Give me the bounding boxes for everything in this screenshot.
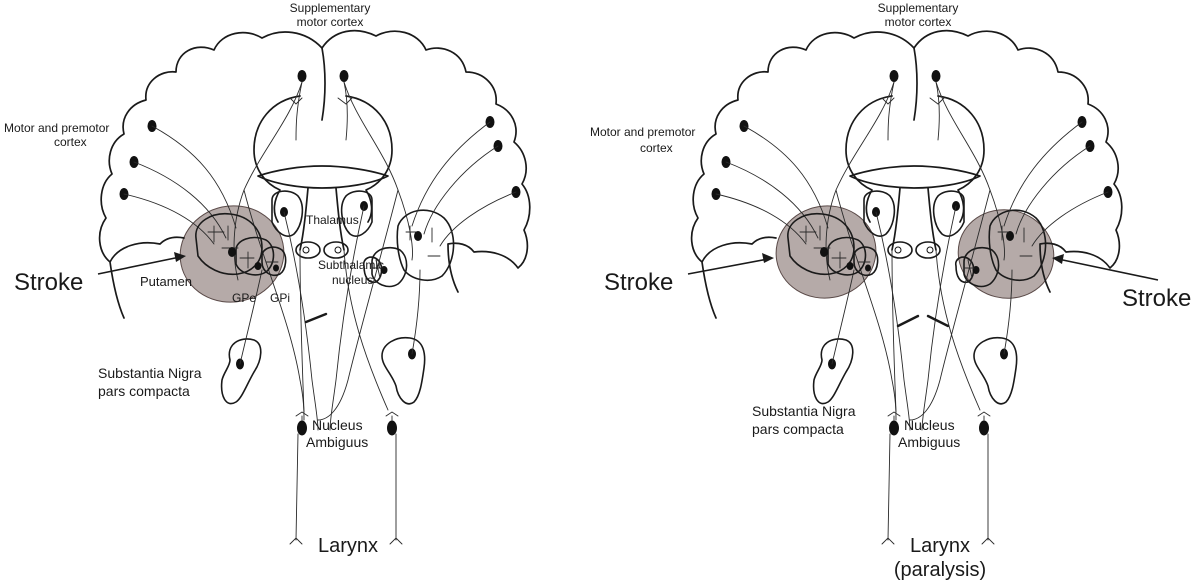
right-lesion-right-hemisphere	[957, 209, 1055, 299]
right-stroke-label-right: Stroke	[1122, 285, 1191, 312]
right-label-larynx-2: (paralysis)	[894, 559, 986, 581]
right-label-nucleus-2: Ambiguus	[898, 434, 960, 450]
left-label-substantia-1: Substantia Nigra	[98, 365, 202, 381]
left-label-subthalamic-2: nucleus	[332, 273, 373, 287]
left-label-substantia-2: pars compacta	[98, 383, 190, 399]
left-label-thalamus: Thalamus	[306, 213, 359, 227]
right-label-nucleus-1: Nucleus	[904, 417, 955, 433]
right-label-larynx-1: Larynx	[910, 535, 970, 557]
left-label-putamen: Putamen	[140, 274, 192, 289]
right-stroke-label-left: Stroke	[604, 269, 673, 296]
left-stroke-label: Stroke	[14, 269, 83, 296]
left-label-gpi: GPi	[270, 291, 290, 305]
left-label-larynx-1: Larynx	[318, 535, 378, 557]
left-label-nucleus-2: Ambiguus	[306, 434, 368, 450]
right-label-substantia-1: Substantia Nigra	[752, 403, 856, 419]
left-label-supplementary-1: Supplementary	[290, 1, 371, 15]
left-label-supplementary-2: motor cortex	[297, 15, 364, 29]
left-label-gpe: GPe	[232, 291, 256, 305]
right-label-motor-2: cortex	[640, 141, 673, 155]
left-label-nucleus-1: Nucleus	[312, 417, 363, 433]
left-label-motor-1: Motor and premotor	[4, 121, 109, 135]
right-label-supplementary-1: Supplementary	[878, 1, 959, 15]
right-label-substantia-2: pars compacta	[752, 421, 844, 437]
left-panel: Supplementary motor cortex Motor and pre…	[4, 1, 531, 557]
right-label-motor-1: Motor and premotor	[590, 125, 695, 139]
left-label-subthalamic-1: Subthalamic	[318, 258, 384, 272]
left-label-motor-2: cortex	[54, 135, 87, 149]
right-panel: Supplementary motor cortex Motor and pre…	[590, 1, 1191, 581]
right-label-supplementary-2: motor cortex	[885, 15, 952, 29]
